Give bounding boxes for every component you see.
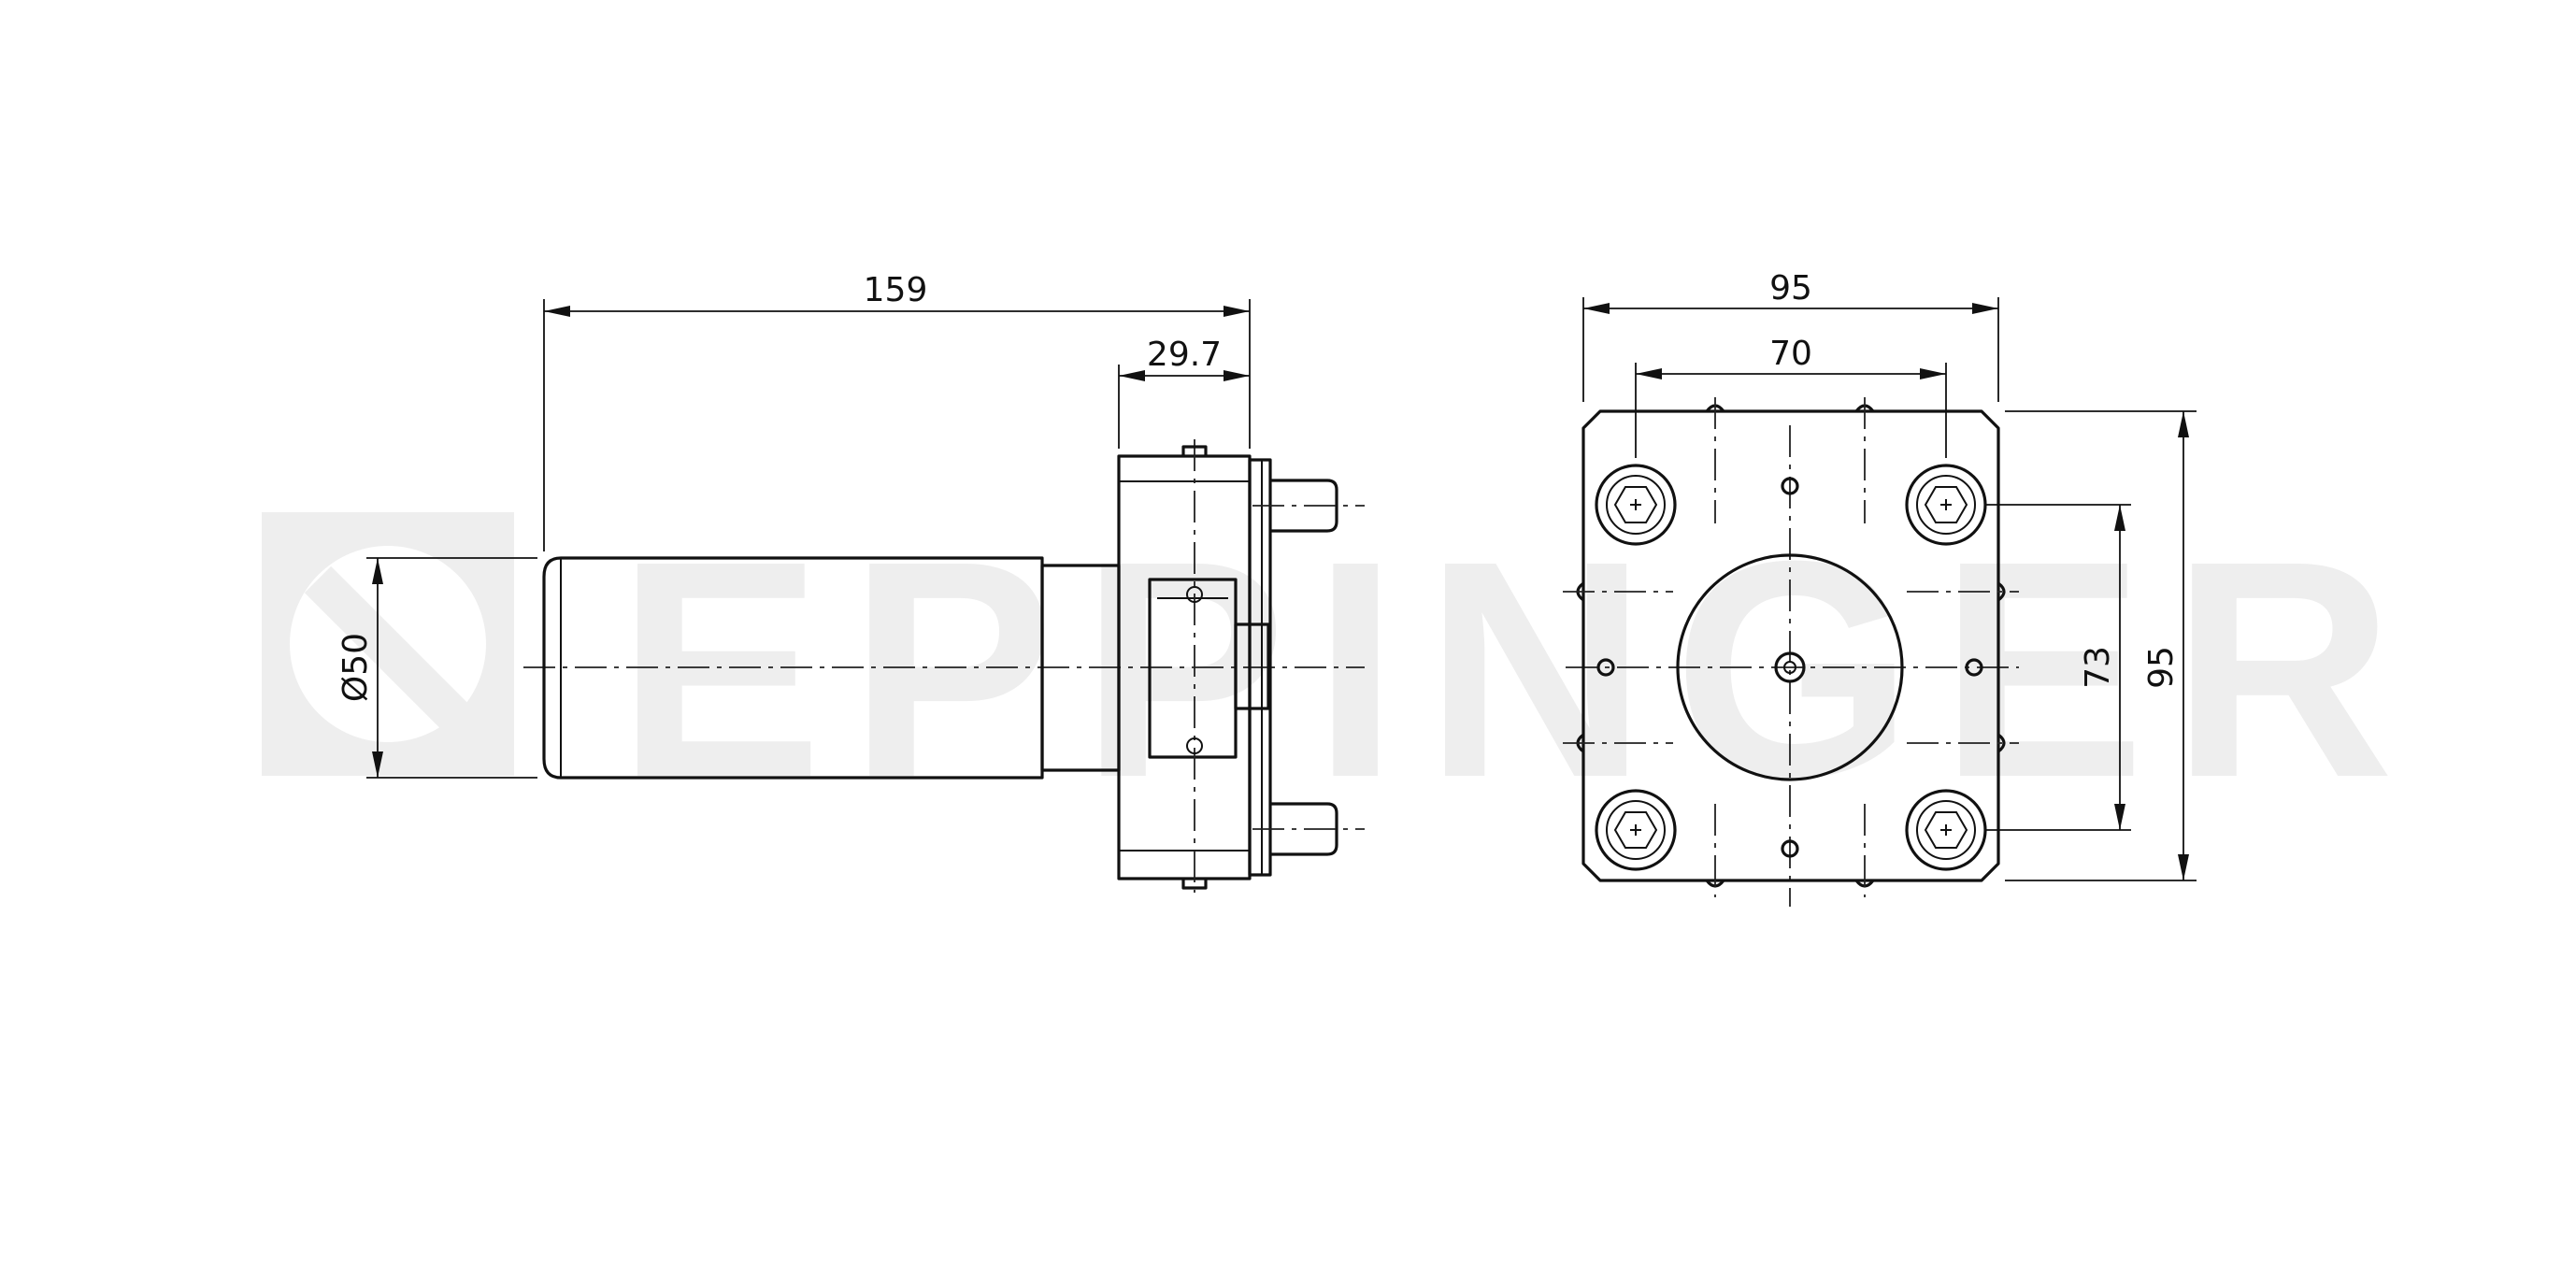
dim-73-label: 73 bbox=[2079, 646, 2117, 689]
dim-dia-arrow-bottom bbox=[372, 751, 383, 778]
side-key bbox=[1234, 623, 1270, 710]
edge-notch-right-top bbox=[1996, 581, 2006, 602]
pin-hole-right bbox=[1965, 658, 1983, 677]
dim-95w-arrow-right bbox=[1972, 303, 1998, 314]
dim-95w-label: 95 bbox=[1769, 269, 1812, 308]
dim-dia-label: Ø50 bbox=[336, 633, 375, 702]
watermark: EPPINGER bbox=[262, 496, 2420, 841]
dim-29-7-arrow-right bbox=[1224, 370, 1250, 381]
pin-hole-bottom bbox=[1781, 839, 1799, 858]
watermark-text: EPPINGER bbox=[617, 496, 2420, 841]
flange-rear-plate bbox=[1248, 458, 1272, 877]
flange-screw-hole-top bbox=[1186, 586, 1203, 603]
dim-95h-arrow-bottom bbox=[2178, 854, 2189, 880]
central-bore-inner bbox=[1783, 661, 1796, 674]
dim-73-arrow-top bbox=[2114, 505, 2125, 531]
dim-159-arrow-right bbox=[1224, 306, 1250, 317]
locating-pin-bottom bbox=[1270, 802, 1338, 856]
central-boss bbox=[1676, 553, 1904, 781]
flange-screw-hole-bottom bbox=[1186, 737, 1203, 754]
dim-dia-arrow-top bbox=[372, 558, 383, 584]
flange-screw-head-top bbox=[1181, 445, 1208, 456]
corner-screw-bottom-left bbox=[1595, 789, 1677, 871]
watermark-logo-slash bbox=[304, 565, 481, 743]
dim-159-label: 159 bbox=[864, 271, 928, 309]
dim-70-label: 70 bbox=[1769, 335, 1812, 373]
dim-29-7-arrow-left bbox=[1119, 370, 1145, 381]
pin-hole-left bbox=[1596, 658, 1615, 677]
pin-hole-top bbox=[1781, 477, 1799, 495]
corner-screw-top-left bbox=[1595, 464, 1677, 546]
flange-screw-head-bottom bbox=[1181, 879, 1208, 890]
front-flange-outline bbox=[1581, 409, 2000, 882]
dim-159-arrow-left bbox=[544, 306, 570, 317]
dim-29-7-label: 29.7 bbox=[1147, 336, 1222, 374]
central-bore bbox=[1774, 651, 1806, 683]
dim-70-arrow-right bbox=[1920, 368, 1946, 379]
dim-95w-arrow-left bbox=[1583, 303, 1610, 314]
edge-notch-right-bottom bbox=[1996, 733, 2006, 753]
dim-73-arrow-bottom bbox=[2114, 804, 2125, 830]
dim-95h-arrow-top bbox=[2178, 411, 2189, 437]
dim-70-arrow-left bbox=[1636, 368, 1662, 379]
front-view: 95 70 73 95 bbox=[1563, 269, 2197, 907]
locating-pin-top bbox=[1270, 479, 1338, 533]
side-view: 159 29.7 Ø50 bbox=[336, 271, 1365, 893]
dim-95h-label: 95 bbox=[2142, 646, 2181, 689]
